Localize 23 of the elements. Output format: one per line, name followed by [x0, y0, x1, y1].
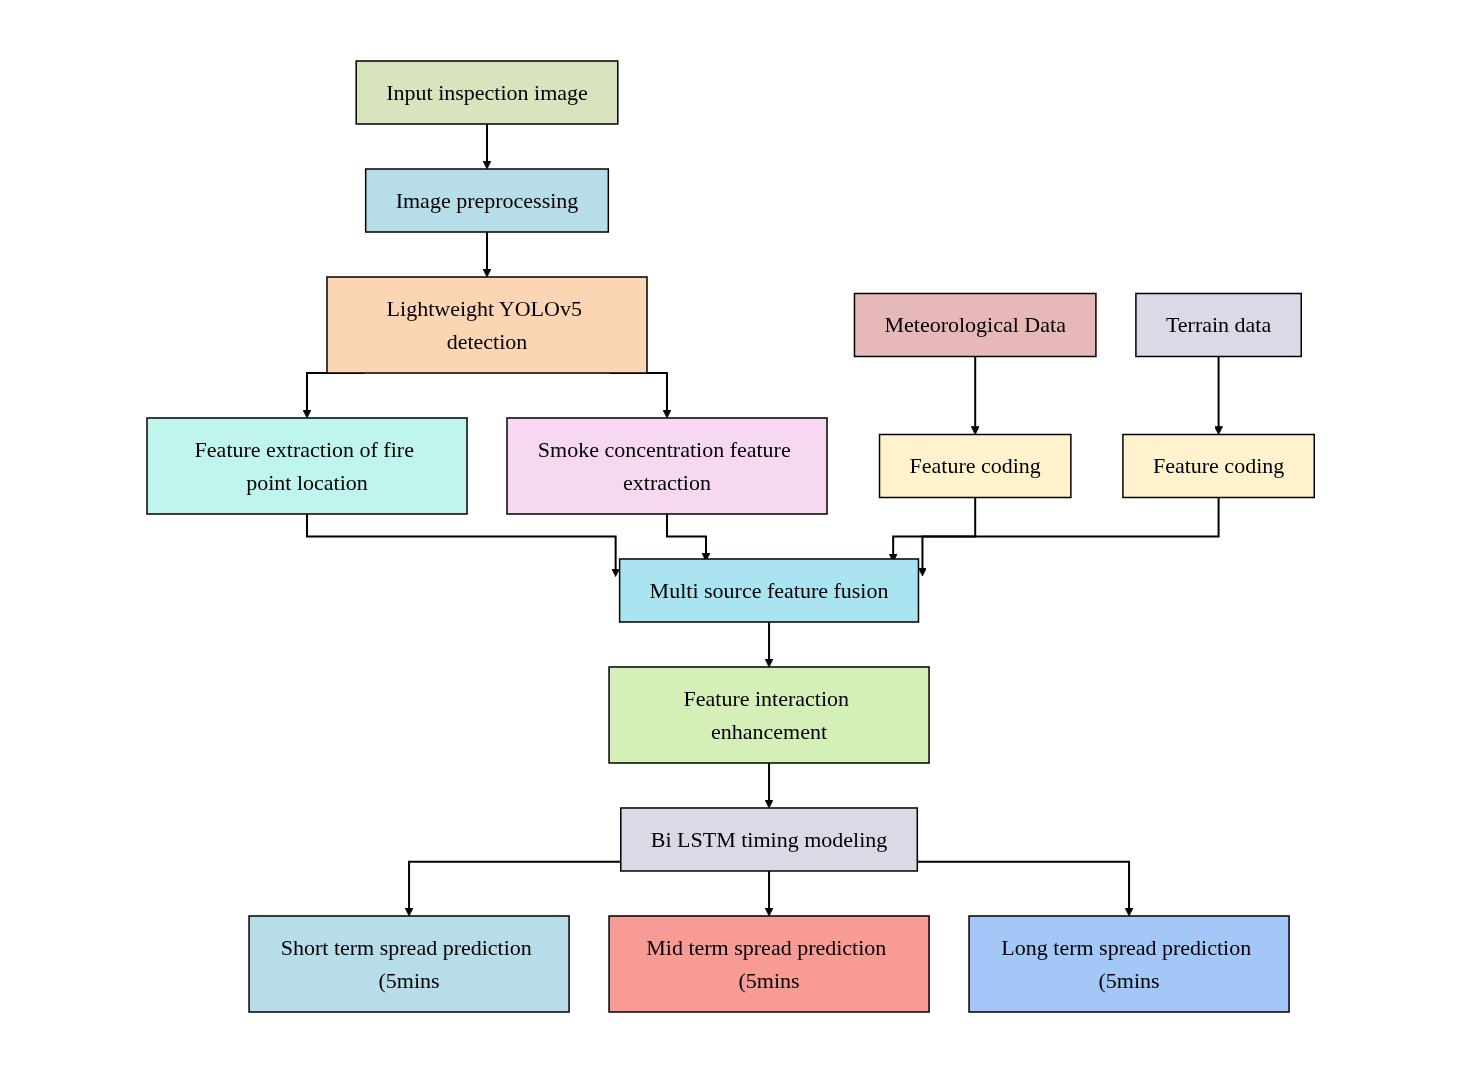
node-box: Meteorological Data [854, 292, 1097, 357]
node-box: Lightweight YOLOv5 detection [326, 275, 649, 374]
node-box: Image preprocessing [365, 167, 610, 233]
node-box: Smoke concentration feature extraction [506, 416, 829, 515]
node-box: Feature interaction enhancement [608, 665, 931, 764]
arrow [482, 122, 492, 169]
arrow [765, 620, 774, 667]
node-box: Feature coding [879, 433, 1072, 498]
node-box: Feature coding [1122, 433, 1316, 498]
arrow [765, 869, 774, 916]
node-box: Mid term spread prediction (5mins [608, 914, 931, 1013]
node-box: Long term spread prediction (5mins [968, 914, 1291, 1013]
arrow [918, 496, 1220, 576]
node-box: Multi source feature fusion [619, 557, 920, 623]
node-box: Feature extraction of fire point location [146, 416, 469, 515]
arrow [1214, 355, 1224, 435]
arrow [482, 230, 492, 277]
node-box: Bi LSTM timing modeling [620, 806, 919, 872]
arrow [971, 355, 980, 435]
arrow [765, 761, 774, 808]
node-box: Input inspection image [355, 59, 619, 125]
node-box: Short term spread prediction (5mins [248, 914, 571, 1013]
node-box: Terrain data [1135, 292, 1303, 357]
